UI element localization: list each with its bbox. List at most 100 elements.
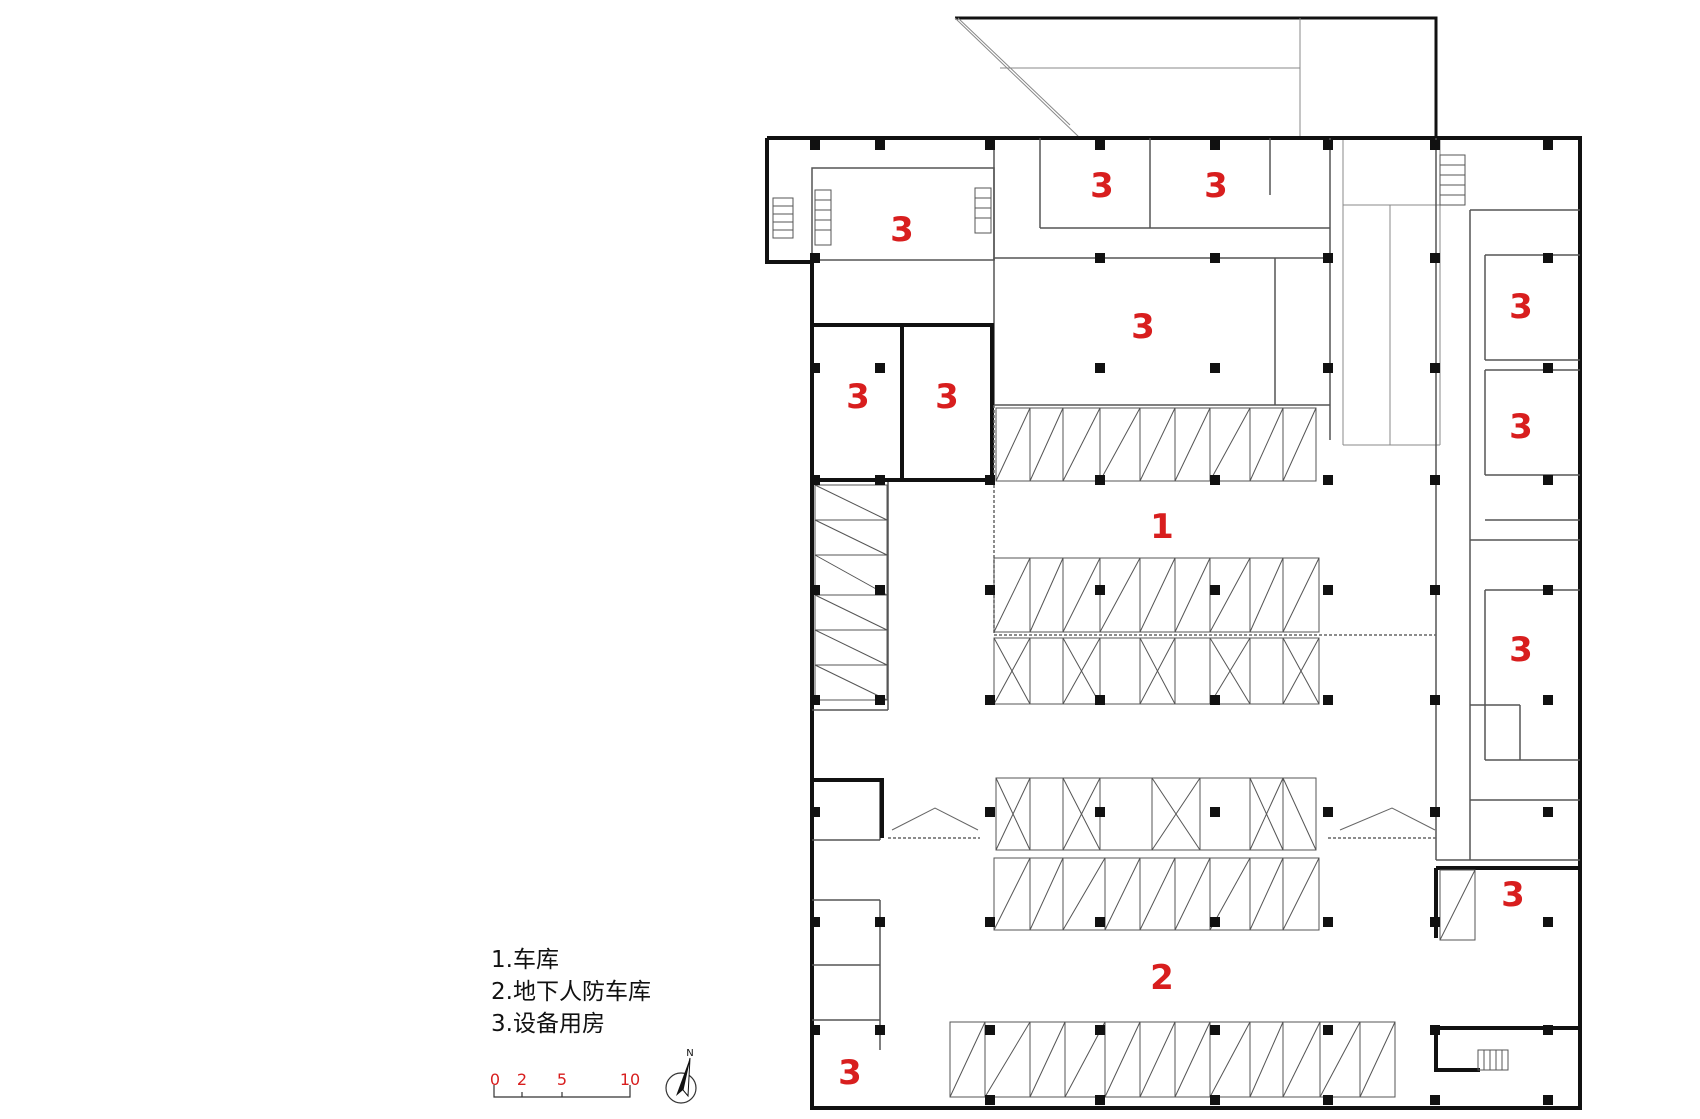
column bbox=[1543, 253, 1553, 263]
column bbox=[810, 475, 820, 485]
column bbox=[1543, 363, 1553, 373]
column bbox=[1210, 695, 1220, 705]
column bbox=[810, 807, 820, 817]
column bbox=[875, 140, 885, 150]
column bbox=[1210, 1025, 1220, 1035]
column bbox=[1430, 585, 1440, 595]
column bbox=[1430, 917, 1440, 927]
north-arrow-icon: N bbox=[665, 1048, 697, 1104]
stairs bbox=[772, 154, 1509, 1071]
column bbox=[1543, 1095, 1553, 1105]
column bbox=[1095, 695, 1105, 705]
room-label-equipment: 3 bbox=[846, 377, 870, 417]
interior-walls bbox=[811, 138, 1580, 1050]
column bbox=[810, 1025, 820, 1035]
column bbox=[1323, 140, 1333, 150]
bold-room-walls bbox=[810, 323, 1580, 1072]
column bbox=[1323, 917, 1333, 927]
stall-row-d bbox=[995, 777, 1317, 851]
column bbox=[1430, 695, 1440, 705]
stall-row-e bbox=[993, 857, 1320, 931]
column bbox=[1323, 475, 1333, 485]
column bbox=[1323, 807, 1333, 817]
column bbox=[1430, 1095, 1440, 1105]
room-label-civil-defense-garage: 2 bbox=[1150, 958, 1174, 998]
column bbox=[810, 695, 820, 705]
column bbox=[1430, 140, 1440, 150]
room-label-equipment: 3 bbox=[1509, 630, 1533, 670]
room-label-equipment: 3 bbox=[1131, 307, 1155, 347]
column bbox=[1095, 475, 1105, 485]
column bbox=[1543, 1025, 1553, 1035]
column bbox=[1323, 363, 1333, 373]
column bbox=[985, 917, 995, 927]
column bbox=[1430, 253, 1440, 263]
scale-tick-label: 2 bbox=[517, 1070, 527, 1089]
column bbox=[985, 1095, 995, 1105]
room-label-equipment: 3 bbox=[1501, 875, 1525, 915]
stall-row-f bbox=[949, 1021, 1396, 1098]
column bbox=[810, 253, 820, 263]
column bbox=[1430, 807, 1440, 817]
legend: 1.车库 2.地下人防车库 3.设备用房 bbox=[491, 944, 651, 1040]
column bbox=[1095, 253, 1105, 263]
column bbox=[875, 695, 885, 705]
column bbox=[875, 363, 885, 373]
column bbox=[1210, 253, 1220, 263]
room-label-equipment: 3 bbox=[838, 1053, 862, 1093]
column bbox=[1095, 585, 1105, 595]
door-swings bbox=[891, 807, 1436, 831]
stall-row-b bbox=[993, 557, 1320, 633]
stall-row-right bbox=[1439, 869, 1476, 941]
column bbox=[1210, 475, 1220, 485]
column bbox=[1430, 1025, 1440, 1035]
column bbox=[985, 807, 995, 817]
column bbox=[875, 475, 885, 485]
room-label-equipment: 3 bbox=[1509, 287, 1533, 327]
column bbox=[1210, 140, 1220, 150]
structural-columns bbox=[810, 140, 1553, 1105]
stall-row-c bbox=[993, 637, 1320, 705]
parking-stalls bbox=[814, 407, 1476, 1098]
room-label-equipment: 3 bbox=[1204, 166, 1228, 206]
column bbox=[810, 140, 820, 150]
column bbox=[985, 585, 995, 595]
legend-item: 1.车库 bbox=[491, 947, 559, 973]
column bbox=[1543, 917, 1553, 927]
column bbox=[810, 363, 820, 373]
column bbox=[810, 917, 820, 927]
north-label: N bbox=[686, 1048, 693, 1059]
column bbox=[875, 917, 885, 927]
legend-item: 3.设备用房 bbox=[491, 1011, 605, 1037]
column bbox=[1095, 1025, 1105, 1035]
column bbox=[875, 1025, 885, 1035]
room-label-equipment: 3 bbox=[1090, 166, 1114, 206]
column bbox=[1543, 695, 1553, 705]
room-labels: 1 2 3 3 3 3 3 3 3 3 3 3 3 bbox=[838, 166, 1533, 1093]
column bbox=[985, 695, 995, 705]
column bbox=[1543, 140, 1553, 150]
column bbox=[1323, 695, 1333, 705]
column bbox=[985, 140, 995, 150]
column bbox=[1430, 363, 1440, 373]
column bbox=[985, 1025, 995, 1035]
scale-tick-label: 5 bbox=[557, 1070, 567, 1089]
column bbox=[1430, 475, 1440, 485]
scale-tick-label: 10 bbox=[620, 1070, 640, 1089]
column bbox=[1323, 253, 1333, 263]
partition-lines bbox=[888, 405, 1436, 839]
column bbox=[1095, 1095, 1105, 1105]
column bbox=[1323, 1025, 1333, 1035]
column bbox=[1210, 807, 1220, 817]
column bbox=[1210, 363, 1220, 373]
stall-row-a bbox=[995, 407, 1317, 482]
column bbox=[1543, 585, 1553, 595]
column bbox=[1543, 807, 1553, 817]
upper-structure bbox=[955, 16, 1438, 138]
column bbox=[1095, 363, 1105, 373]
column bbox=[1210, 1095, 1220, 1105]
column bbox=[875, 585, 885, 595]
column bbox=[1543, 475, 1553, 485]
room-label-equipment: 3 bbox=[935, 377, 959, 417]
scale-bar: 0 2 5 10 bbox=[490, 1070, 640, 1098]
